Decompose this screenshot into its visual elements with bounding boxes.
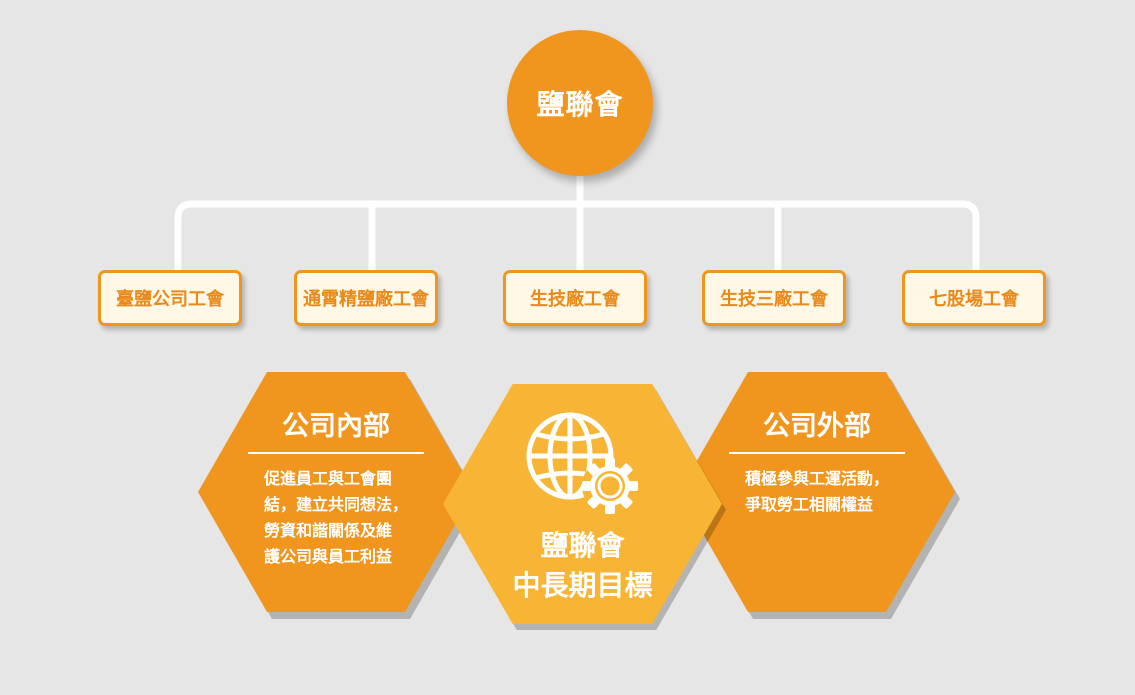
union-label: 七股場工會	[929, 289, 1019, 310]
union-label: 生技廠工會	[530, 289, 620, 310]
root-node: 鹽聯會	[507, 30, 653, 176]
center-title: 鹽聯會 中長期目標	[512, 526, 652, 606]
union-label: 生技三廠工會	[720, 289, 828, 310]
internal-title: 公司內部	[282, 411, 390, 442]
internal-line: 結，建立共同想法，	[263, 495, 408, 514]
hexagon-fill	[198, 372, 474, 612]
center-title-line: 中長期目標	[512, 569, 653, 602]
hexagon-fill	[679, 372, 955, 612]
external-line: 積極參與工運活動，	[744, 469, 889, 488]
union-label: 臺鹽公司工會	[116, 289, 224, 310]
connector-bus	[174, 200, 980, 274]
globe-gear-icon	[526, 412, 638, 514]
external-description: 積極參與工運活動， 爭取勞工相關權益	[745, 466, 889, 518]
internal-hexagon: 公司內部 促進員工與工會團 結，建立共同想法， 勞資和諧關係及維 護公司與員工利…	[198, 372, 479, 619]
internal-description: 促進員工與工會團 結，建立共同想法， 勞資和諧關係及維 護公司與員工利益	[264, 466, 408, 570]
internal-divider	[248, 452, 424, 454]
union-label: 通霄精鹽廠工會	[303, 289, 429, 310]
external-divider	[729, 452, 905, 454]
internal-line: 護公司與員工利益	[263, 547, 392, 566]
internal-line: 勞資和諧關係及維	[263, 521, 392, 540]
external-hexagon: 公司外部 積極參與工運活動， 爭取勞工相關權益	[679, 372, 960, 619]
external-line: 爭取勞工相關權益	[744, 495, 873, 514]
union-box-biotech: 生技廠工會	[503, 270, 647, 326]
union-box-tongxiao: 通霄精鹽廠工會	[294, 270, 438, 326]
union-box-taiyen: 臺鹽公司工會	[98, 270, 242, 326]
internal-line: 促進員工與工會團	[263, 469, 392, 488]
external-title: 公司外部	[763, 411, 871, 442]
root-label: 鹽聯會	[536, 88, 624, 121]
union-box-biotech-three: 生技三廠工會	[702, 270, 846, 326]
union-box-qigu: 七股場工會	[902, 270, 1046, 326]
center-hexagon: 鹽聯會 中長期目標	[443, 384, 726, 630]
center-title-line: 鹽聯會	[540, 529, 625, 562]
